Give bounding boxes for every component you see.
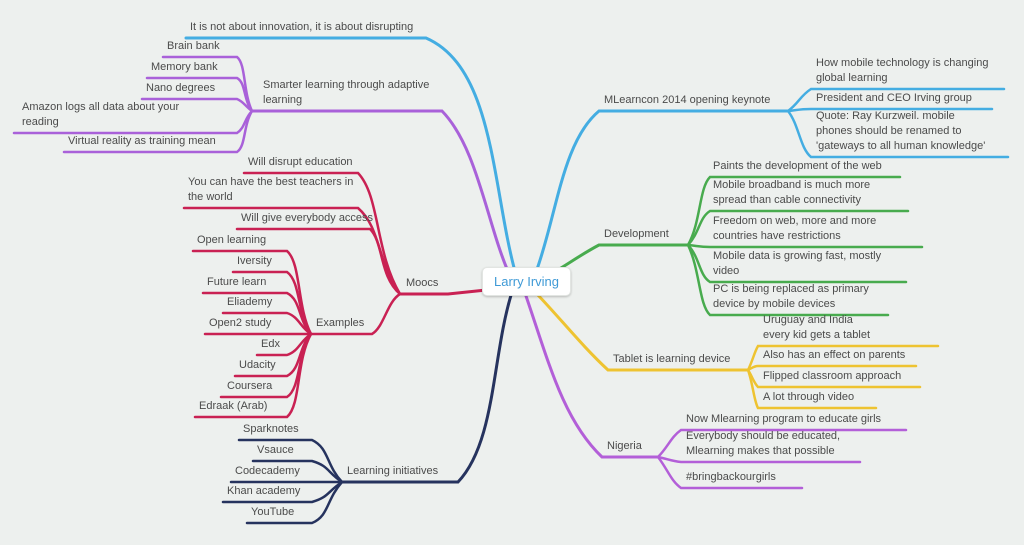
line-khan-academy	[221, 480, 344, 504]
node-brain-bank[interactable]: Brain bank	[167, 40, 220, 52]
line-virtual-reality	[62, 109, 254, 154]
node-broadband[interactable]: Mobile broadband is much more spread tha…	[713, 179, 871, 206]
node-nano-degrees[interactable]: Nano degrees	[146, 82, 216, 94]
node-virtual-reality[interactable]: Virtual reality as training mean	[68, 135, 216, 147]
line-branch-mlearncon	[534, 109, 790, 274]
line-paints-web	[686, 175, 902, 247]
node-will-disrupt[interactable]: Will disrupt education	[248, 156, 353, 168]
node-uruguay-india[interactable]: Uruguay and India every kid gets a table…	[763, 314, 871, 341]
node-now-mlearning[interactable]: Now Mlearning program to educate girls	[686, 413, 882, 425]
line-president	[786, 107, 994, 113]
line-future-learn	[201, 291, 313, 336]
node-amazon-logs[interactable]: Amazon logs all data about your reading	[22, 101, 180, 128]
node-everybody-educated[interactable]: Everybody should be educated, Mlearning …	[686, 430, 841, 457]
node-udacity[interactable]: Udacity	[239, 359, 276, 371]
line-video	[746, 368, 878, 410]
line-freedom	[686, 243, 924, 249]
line-branch-nigeria	[524, 294, 660, 459]
line-branch-tablet	[534, 291, 750, 372]
node-flipped-classroom[interactable]: Flipped classroom approach	[763, 370, 902, 382]
line-vsauce	[251, 459, 344, 484]
line-how-mobile	[786, 87, 1006, 113]
node-give-access[interactable]: Will give everybody access	[241, 212, 374, 224]
line-mobile-data	[686, 243, 908, 284]
node-vsauce[interactable]: Vsauce	[257, 444, 294, 456]
node-examples[interactable]: Examples	[316, 317, 365, 329]
node-youtube[interactable]: YouTube	[251, 506, 295, 518]
node-pc-replaced[interactable]: PC is being replaced as primary device b…	[713, 283, 869, 310]
node-quote[interactable]: Quote: Ray Kurzweil. mobile phones shoul…	[816, 110, 986, 152]
center-node[interactable]: Larry Irving	[482, 267, 572, 296]
node-best-teachers[interactable]: You can have the best teachers in the wo…	[188, 176, 354, 203]
node-tablet-device[interactable]: Tablet is learning device	[613, 353, 731, 365]
node-disrupting[interactable]: It is not about innovation, it is about …	[190, 21, 414, 33]
line-memory-bank	[145, 76, 254, 113]
line-quote	[786, 109, 1010, 159]
line-branch-learning-initiatives	[340, 290, 514, 484]
node-codecademy[interactable]: Codecademy	[235, 465, 300, 477]
node-paints-web[interactable]: Paints the development of the web	[713, 160, 882, 172]
node-development[interactable]: Development	[604, 228, 669, 240]
line-youtube	[245, 480, 344, 525]
node-effect-parents[interactable]: Also has an effect on parents	[763, 349, 906, 361]
line-parents	[746, 364, 918, 372]
node-freedom[interactable]: Freedom on web, more and more countries …	[713, 215, 877, 242]
node-mlearncon[interactable]: MLearncon 2014 opening keynote	[604, 94, 771, 106]
line-branch-adaptive	[250, 109, 512, 278]
node-edx[interactable]: Edx	[261, 338, 280, 350]
node-president[interactable]: President and CEO Irving group	[816, 92, 972, 104]
line-nano-degrees	[140, 97, 254, 113]
line-broadband	[686, 209, 910, 247]
node-open-learning[interactable]: Open learning	[197, 234, 267, 246]
node-nigeria[interactable]: Nigeria	[607, 440, 642, 452]
node-adaptive-learning[interactable]: Smarter learning through adaptive learni…	[263, 79, 430, 106]
node-how-mobile[interactable]: How mobile technology is changing global…	[816, 57, 989, 84]
line-uruguay	[746, 344, 940, 372]
line-eliademy	[221, 311, 313, 336]
line-branch-disrupt	[184, 36, 518, 277]
center-node-label: Larry Irving	[494, 274, 560, 289]
node-memory-bank[interactable]: Memory bank	[151, 61, 218, 73]
node-bringbackourgirls[interactable]: #bringbackourgirls	[686, 471, 776, 483]
line-now-mlearning	[656, 428, 908, 459]
line-give-access	[235, 227, 402, 296]
node-moocs[interactable]: Moocs	[406, 277, 439, 289]
node-sparknotes[interactable]: Sparknotes	[243, 423, 299, 435]
line-everybody	[656, 455, 862, 464]
node-iversity[interactable]: Iversity	[237, 255, 272, 267]
node-edraak[interactable]: Edraak (Arab)	[199, 400, 268, 412]
line-pc-replaced	[686, 243, 890, 317]
line-will-disrupt	[242, 171, 402, 296]
line-sparknotes	[237, 438, 344, 484]
line-bringbackourgirls	[656, 455, 804, 490]
node-learning-initiatives[interactable]: Learning initiatives	[347, 465, 439, 477]
node-eliademy[interactable]: Eliademy	[227, 296, 273, 308]
node-through-video[interactable]: A lot through video	[763, 391, 855, 403]
node-coursera[interactable]: Coursera	[227, 380, 273, 392]
line-edraak	[193, 332, 313, 419]
node-future-learn[interactable]: Future learn	[207, 276, 267, 288]
line-examples	[309, 292, 402, 336]
node-mobile-data[interactable]: Mobile data is growing fast, mostly vide…	[713, 250, 882, 277]
node-khan-academy[interactable]: Khan academy	[227, 485, 301, 497]
node-open2-study[interactable]: Open2 study	[209, 317, 272, 329]
